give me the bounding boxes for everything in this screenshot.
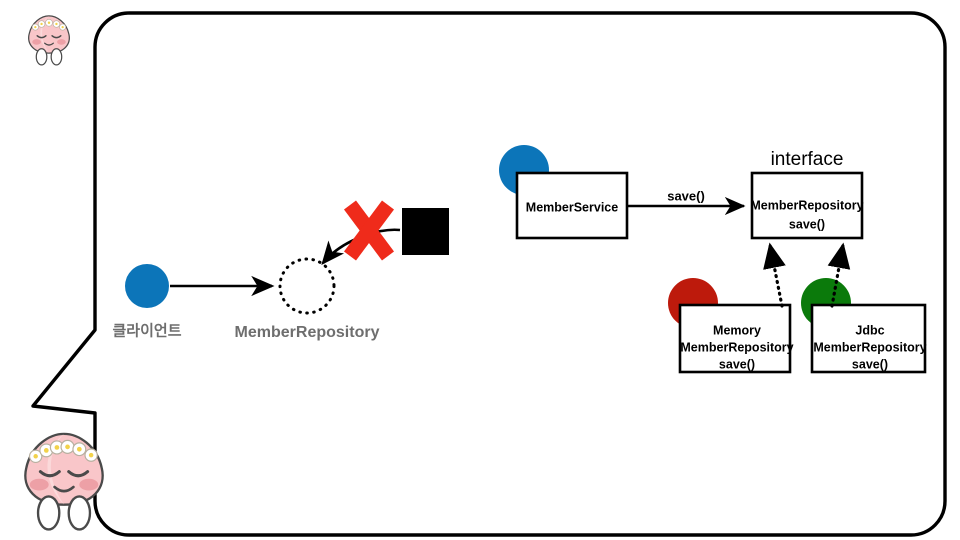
peach-face	[29, 470, 99, 493]
memory-repository-line1: Memory	[713, 323, 761, 338]
memory-member-repository-box	[678, 303, 792, 374]
peach-face	[32, 35, 66, 46]
realize-arrow-memory	[763, 242, 786, 308]
client-label: 클라이언트	[112, 322, 182, 340]
realize-arrow-jdbc	[827, 242, 851, 308]
member-repository-interface-method: save()	[788, 217, 826, 232]
member-repository-dotted-circle	[278, 257, 336, 315]
member-repository-label: MemberRepository	[234, 324, 380, 341]
speech-bubble-shape	[31, 11, 947, 537]
member-repository-interface-name: MemberRepository	[750, 198, 864, 213]
member-repository-interface-box	[750, 171, 864, 240]
jdbc-member-repository-box	[810, 303, 927, 374]
jdbc-repository-line1: Jdbc	[855, 323, 885, 338]
jdbc-repository-line3: save()	[851, 357, 889, 372]
peach-character-small	[28, 15, 70, 66]
save-call-label: save()	[667, 188, 705, 204]
peach-character-large	[24, 432, 104, 531]
interface-stereotype-label: interface	[770, 149, 844, 170]
memory-repository-line2: MemberRepository	[680, 340, 794, 355]
flower-crown	[28, 439, 98, 464]
memory-repository-line3: save()	[718, 357, 756, 372]
black-square	[402, 208, 449, 255]
peach-hands	[35, 48, 63, 66]
client-blue-circle	[125, 264, 169, 308]
member-service-box-label: MemberService	[525, 200, 619, 215]
flower-crown	[31, 18, 67, 31]
peach-hands	[36, 495, 92, 531]
jdbc-repository-line2: MemberRepository	[813, 340, 927, 355]
red-x-mark	[343, 200, 395, 261]
member-service-box	[515, 171, 629, 240]
